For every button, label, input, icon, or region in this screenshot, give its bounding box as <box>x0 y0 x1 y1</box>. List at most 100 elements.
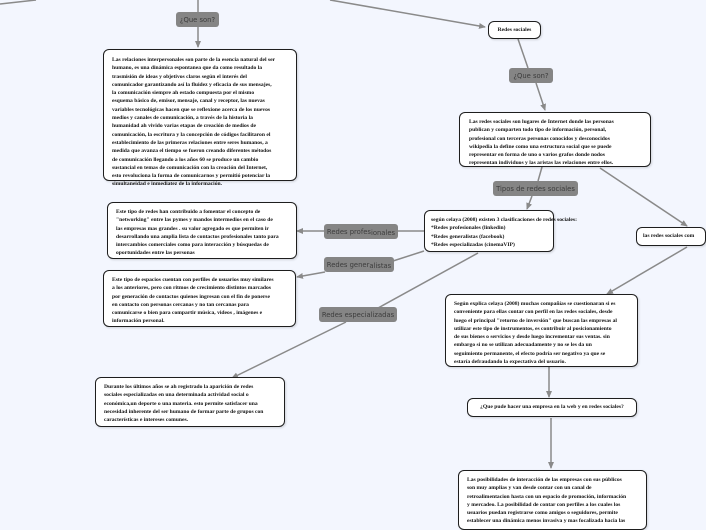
text-line: profesional con terceras personas conoci… <box>469 135 610 142</box>
text-line: intercambios comerciales como para inter… <box>116 242 269 249</box>
node-generalistas-text: Este tipo de espacios cuentan con perfil… <box>112 276 287 326</box>
text-line: de comunicación llegando a los años 60 s… <box>112 156 259 163</box>
node-profesionales[interactable]: Este tipo de redes han contribuido a fom… <box>107 202 297 259</box>
node-posibilidades[interactable]: Las posibilidades de interacción de las … <box>458 470 647 530</box>
edge-definicion-to-empresas <box>599 167 688 227</box>
text-line: son muy amplias y van desde contar con u… <box>467 485 592 492</box>
node-generalistas[interactable]: Este tipo de espacios cuentan con perfil… <box>103 270 296 327</box>
text-line: en contacto con personas cercanas y no t… <box>112 301 249 308</box>
text-line: desarrollando una amplia lista de contac… <box>116 233 279 240</box>
text-line: humanidad ah vivido varias etapas de cre… <box>112 123 256 130</box>
label-que-son-right-text: ¿Que son? <box>513 71 549 80</box>
node-empresas[interactable]: las redes sociales com <box>636 227 706 246</box>
node-pregunta-empresa-text: ¿Que pude hacer una empresa en la web y … <box>480 404 624 411</box>
node-especializadas[interactable]: Durante los últimos años se ah registrad… <box>95 377 285 427</box>
text-line: económica,un deporte o una materia. esto… <box>104 400 258 407</box>
label-redes-especializadas[interactable]: Redes especializadas <box>319 307 397 322</box>
text-line: "networking" entre las pymes y mandos in… <box>116 217 273 224</box>
text-line: esquema básico de, emisor, mensaje, cana… <box>112 98 265 105</box>
text-line: embargo si no se utilizan adecuadamente … <box>454 342 592 349</box>
text-line: usuarios puedan registrarse como amigos … <box>467 510 618 517</box>
edge-empresas-to-celaya <box>606 246 688 295</box>
text-line: Durante los últimos años se ah registrad… <box>104 384 254 390</box>
label-generalistas-text-b: alistas <box>369 262 392 270</box>
text-line: las empresas mas grandes . su valor agre… <box>116 225 269 232</box>
node-clasificaciones[interactable]: según celaya (2008) existen 3 clasificac… <box>424 210 577 252</box>
label-que-son-right[interactable]: ¿Que son? <box>509 68 553 83</box>
text-line: Las posibilidades de interacción de las … <box>467 477 622 483</box>
text-line: la comunicación siempre ah estado compue… <box>112 90 255 97</box>
text-line: esto revoluciona la forma de comunicarno… <box>112 173 271 180</box>
text-line: Este tipo de redes han contribuido a fom… <box>116 209 261 215</box>
text-line: medida que avanza el tiempo se fueron cr… <box>112 148 272 155</box>
text-line: comunicador garantizando así la fluidez … <box>112 81 272 88</box>
edge-esp-label-to-especializadas <box>231 321 347 379</box>
text-line: *Redes profesionales (linkedin) <box>431 225 506 232</box>
text-line: Las redes sociales son lugares de Intern… <box>469 119 614 125</box>
node-celaya-empresas[interactable]: Según explica celaya (2008) muchas compa… <box>445 294 638 367</box>
text-line: sustancial en temas de comunicación con … <box>112 164 268 171</box>
edge-redes-sociales-to-que-son <box>517 38 529 69</box>
text-line: oportunidades entre las personas <box>116 250 195 257</box>
text-line: representar en forma de uno o varios gra… <box>469 152 605 159</box>
text-line: y mercadeo. La posibilidad de contar con… <box>467 501 621 508</box>
text-line: simultaneidad e inmediatez de la informa… <box>112 181 223 188</box>
text-line: representan individuos y las aristas las… <box>469 160 614 167</box>
text-line: trasmisión de ideas y objetivos claros s… <box>112 73 247 80</box>
node-redes-sociales-text: Redes sociales <box>497 26 532 33</box>
text-line: wikipedia la define como una estructura … <box>469 143 612 150</box>
text-line: retroalimentacion hasta con un espacio d… <box>467 493 627 500</box>
text-line: estaría defraudando la expectativa del u… <box>454 359 566 366</box>
text-line: comunicación, la escritura y la concepci… <box>112 131 271 138</box>
text-line: *Redes generalistas (facebook) <box>431 233 505 240</box>
text-line: medios y canales de comunicación, a trav… <box>112 115 253 122</box>
text-line: conveniente para ellas contar con perfil… <box>454 309 613 316</box>
label-tipos-de-redes[interactable]: Tipos de redes sociales <box>493 181 578 196</box>
text-line: publican y comparten todo tipo de inform… <box>469 127 607 134</box>
node-posibilidades-text: Las posibilidades de interacción de las … <box>467 476 638 526</box>
label-generalistas-text-a: Redes gener <box>326 260 370 269</box>
text-line: Este tipo de espacios cuentan con perfil… <box>112 277 274 283</box>
text-line: necesidad inherente del ser humano de fo… <box>104 408 264 415</box>
node-profesionales-text: Este tipo de redes han contribuido a fom… <box>116 208 288 258</box>
edge-clasificaciones-to-gen-label <box>392 250 425 262</box>
text-line: humano, es una dinámica espontanea que d… <box>112 65 263 72</box>
node-interpersonales-text: Las relaciones interpersonales son parte… <box>112 56 288 189</box>
text-line: comunicarse o bien para compartir música… <box>112 310 263 317</box>
edge-to-redes-sociales <box>329 0 486 29</box>
node-definicion[interactable]: Las redes sociales son lugares de Intern… <box>459 112 651 167</box>
text-line: Según explica celaya (2008) muchas compa… <box>454 301 616 307</box>
node-definicion-text: Las redes sociales son lugares de Intern… <box>469 118 641 168</box>
text-line: establecimiento de las primeras relacion… <box>112 139 268 146</box>
text-line: establecer una dinámica menos invasiva y… <box>467 518 626 525</box>
text-line: características e intereses comunes. <box>104 417 189 424</box>
text-line: utilizar este tipo de instrumentos, es c… <box>454 325 612 332</box>
edge-clasificaciones-to-esp-label <box>377 252 479 309</box>
text-line: *Redes especializadas (cinemaVIP) <box>431 241 515 248</box>
text-line: luego el principal "retorno de inversión… <box>454 317 617 324</box>
edge-tipos-to-clasificaciones <box>526 195 533 210</box>
node-redes-sociales[interactable]: Redes sociales <box>488 21 541 39</box>
label-tipos-text: Tipos de redes sociales <box>496 184 575 193</box>
label-especializadas-text: Redes especializadas <box>321 310 395 319</box>
node-interpersonales[interactable]: Las relaciones interpersonales son parte… <box>103 49 297 187</box>
text-line: a los anteriores, pero con ritmos de cre… <box>112 285 271 292</box>
node-clasificaciones-text: según celaya (2008) existen 3 clasificac… <box>431 216 577 249</box>
node-pregunta-empresa[interactable]: ¿Que pude hacer una empresa en la web y … <box>467 398 637 417</box>
text-line: Las relaciones interpersonales son parte… <box>112 57 276 63</box>
label-que-son-left-text: ¿Que son? <box>179 15 216 24</box>
edge-que-son-to-definicion <box>535 82 546 111</box>
label-profesionales-text-a: Redes profes <box>326 227 371 236</box>
text-line: de sus bienes o servicios y desde luego … <box>454 334 610 341</box>
text-line: según celaya (2008) existen 3 clasificac… <box>431 217 577 223</box>
text-line: por generación de contactos quienes ingr… <box>112 293 270 300</box>
text-line: información personal. <box>112 318 165 325</box>
node-celaya-empresas-text: Según explica celaya (2008) muchas compa… <box>454 300 629 366</box>
text-line: seguimiento permanente, el efecto podría… <box>454 350 606 357</box>
label-que-son-left[interactable]: ¿Que son? <box>176 12 219 27</box>
label-profesionales-text-b: ionales <box>370 229 396 237</box>
edge-offscreen-left <box>0 0 37 5</box>
edge-gen-label-to-generalistas <box>296 271 326 279</box>
